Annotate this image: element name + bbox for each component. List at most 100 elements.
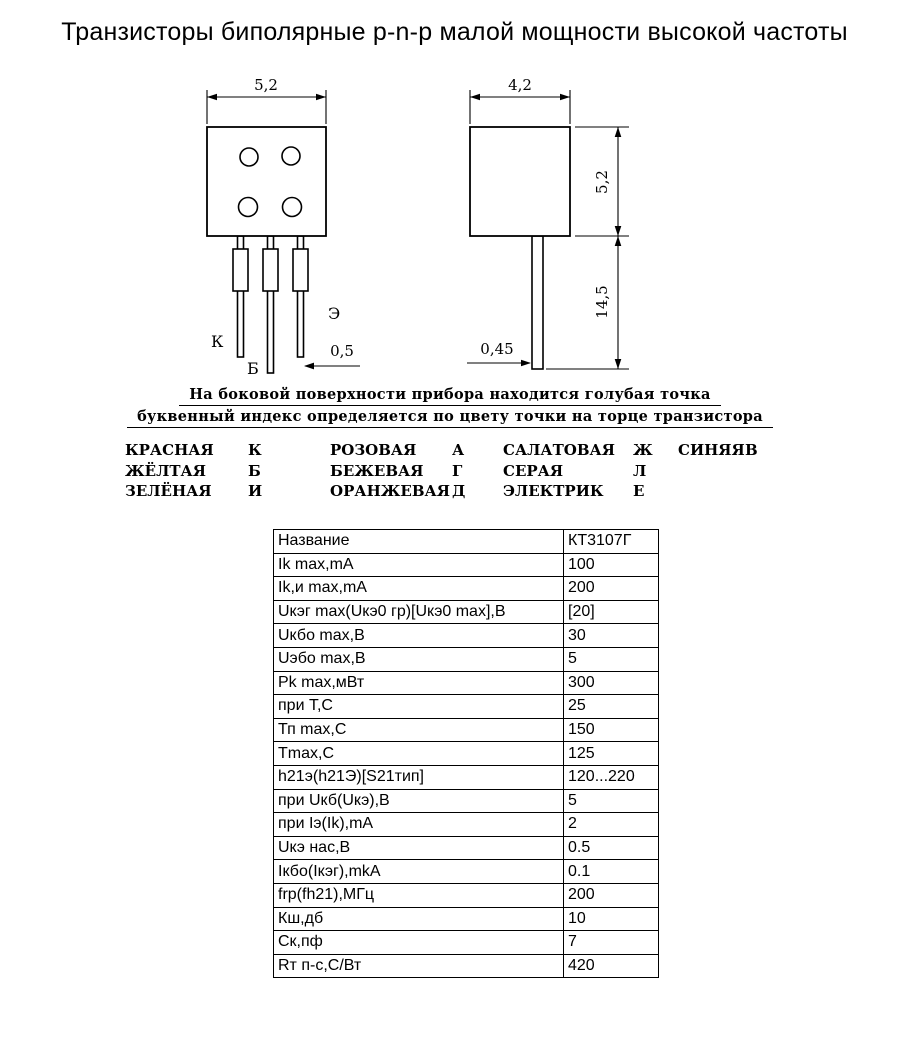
color-name: ОРАНЖЕВАЯ (330, 482, 450, 500)
spec-row: Uкэг max(Uкэ0 гр)[Uкэ0 max],В[20] (273, 599, 659, 625)
spec-value: 30 (563, 623, 659, 648)
color-name: ЖЁЛТАЯ (125, 461, 206, 480)
color-code-letter: Г (452, 461, 463, 480)
spec-value: 5 (563, 788, 659, 814)
spec-param: Rт п-с,С/Вт (273, 953, 564, 979)
color-name: САЛАТОВАЯ (503, 441, 615, 459)
spec-param: Ik,и max,mA (273, 576, 564, 601)
color-name: СИНЯЯ (678, 441, 745, 459)
color-code-letter: И (248, 482, 263, 500)
spec-value: 100 (563, 552, 659, 578)
pin-label-collector: К (211, 332, 224, 351)
note-line-1: На боковой поверхности прибора находится… (179, 386, 721, 406)
spec-value: 0.5 (563, 835, 659, 861)
side-view (469, 126, 571, 370)
spec-value: 0.1 (563, 859, 659, 884)
spec-value: 7 (563, 930, 659, 955)
front-view (206, 126, 327, 374)
spec-value: 420 (563, 953, 659, 979)
spec-value: 150 (563, 717, 659, 743)
mounting-hole (281, 146, 301, 166)
spec-value: 120...220 (563, 764, 659, 790)
side-package-outline (469, 126, 571, 237)
front-lead-collector (232, 235, 249, 358)
dim-lead-length-label: 14,5 (593, 285, 611, 318)
transistor-package-drawings: 5,2 0,5 К Б Э 4,2 (206, 76, 629, 378)
dim-lead-length (546, 236, 629, 370)
spec-param: при Iэ(Ik),mA (273, 812, 564, 837)
dim-front-lead-width-label: 0,5 (330, 342, 354, 360)
dim-side-height-label: 5,2 (593, 170, 611, 194)
spec-value: 200 (563, 882, 659, 908)
dim-side-width-label: 4,2 (508, 76, 532, 94)
dim-front-width-label: 5,2 (254, 76, 278, 94)
note-line-2: буквенный индекс определяется по цвету т… (127, 408, 773, 428)
spec-param: Тmax,С (273, 741, 564, 766)
spec-param: Iкбо(Iкэг),mkA (273, 859, 564, 884)
spec-param: Uэбо max,В (273, 646, 564, 672)
spec-value: 300 (563, 670, 659, 696)
spec-param: Ik max,mA (273, 552, 564, 578)
spec-value: КТ3107Г (563, 529, 659, 554)
color-name: РОЗОВАЯ (330, 441, 417, 459)
spec-value: 200 (563, 576, 659, 601)
mounting-hole (237, 196, 259, 218)
note-line-2-wrap: буквенный индекс определяется по цвету т… (20, 408, 880, 428)
spec-param: Uкэ нас,В (273, 835, 564, 861)
color-name: ЭЛЕКТРИК (503, 482, 604, 500)
spec-param: Uкэг max(Uкэ0 гр)[Uкэ0 max],В (273, 599, 564, 625)
spec-param: при Т,С (273, 694, 564, 719)
dim-front-lead-width (304, 362, 360, 370)
spec-value: 5 (563, 646, 659, 672)
spec-param: Тп max,С (273, 717, 564, 743)
color-code-letter: А (452, 441, 465, 459)
dim-side-lead-width-label: 0,45 (480, 340, 513, 358)
color-code-letter: Б (248, 461, 261, 480)
dim-side-height (575, 126, 629, 237)
color-name: СЕРАЯ (503, 461, 564, 480)
color-code-letter: К (248, 441, 262, 459)
spec-param: h21э(h21Э)[S21тип] (273, 764, 564, 790)
mounting-hole (239, 147, 259, 167)
front-lead-emitter (292, 235, 309, 358)
spec-value: 2 (563, 812, 659, 837)
spec-param: при Uкб(Uкэ),В (273, 788, 564, 814)
spec-value: 125 (563, 741, 659, 766)
front-lead-base (262, 235, 279, 374)
color-code-letter: Е (633, 482, 645, 500)
front-package-outline (206, 126, 327, 237)
spec-value: [20] (563, 599, 659, 625)
dim-side-width (469, 90, 571, 124)
color-code-letter: Д (452, 482, 466, 500)
color-name: КРАСНАЯ (125, 441, 214, 459)
spec-param: frp(fh21),МГц (273, 882, 564, 908)
spec-value: 25 (563, 694, 659, 719)
color-code-letter: Ж (633, 441, 653, 459)
side-lead (531, 235, 544, 370)
note-line-1-wrap: На боковой поверхности прибора находится… (20, 386, 880, 406)
page-title: Транзисторы биполярные p-n-p малой мощно… (61, 18, 848, 46)
mounting-hole (281, 196, 303, 218)
spec-value: 10 (563, 906, 659, 932)
color-name: ЗЕЛЁНАЯ (125, 482, 212, 500)
dim-side-lead-width (467, 359, 531, 367)
color-code-letter: Л (633, 461, 647, 480)
spec-param: Pk max,мВт (273, 670, 564, 696)
